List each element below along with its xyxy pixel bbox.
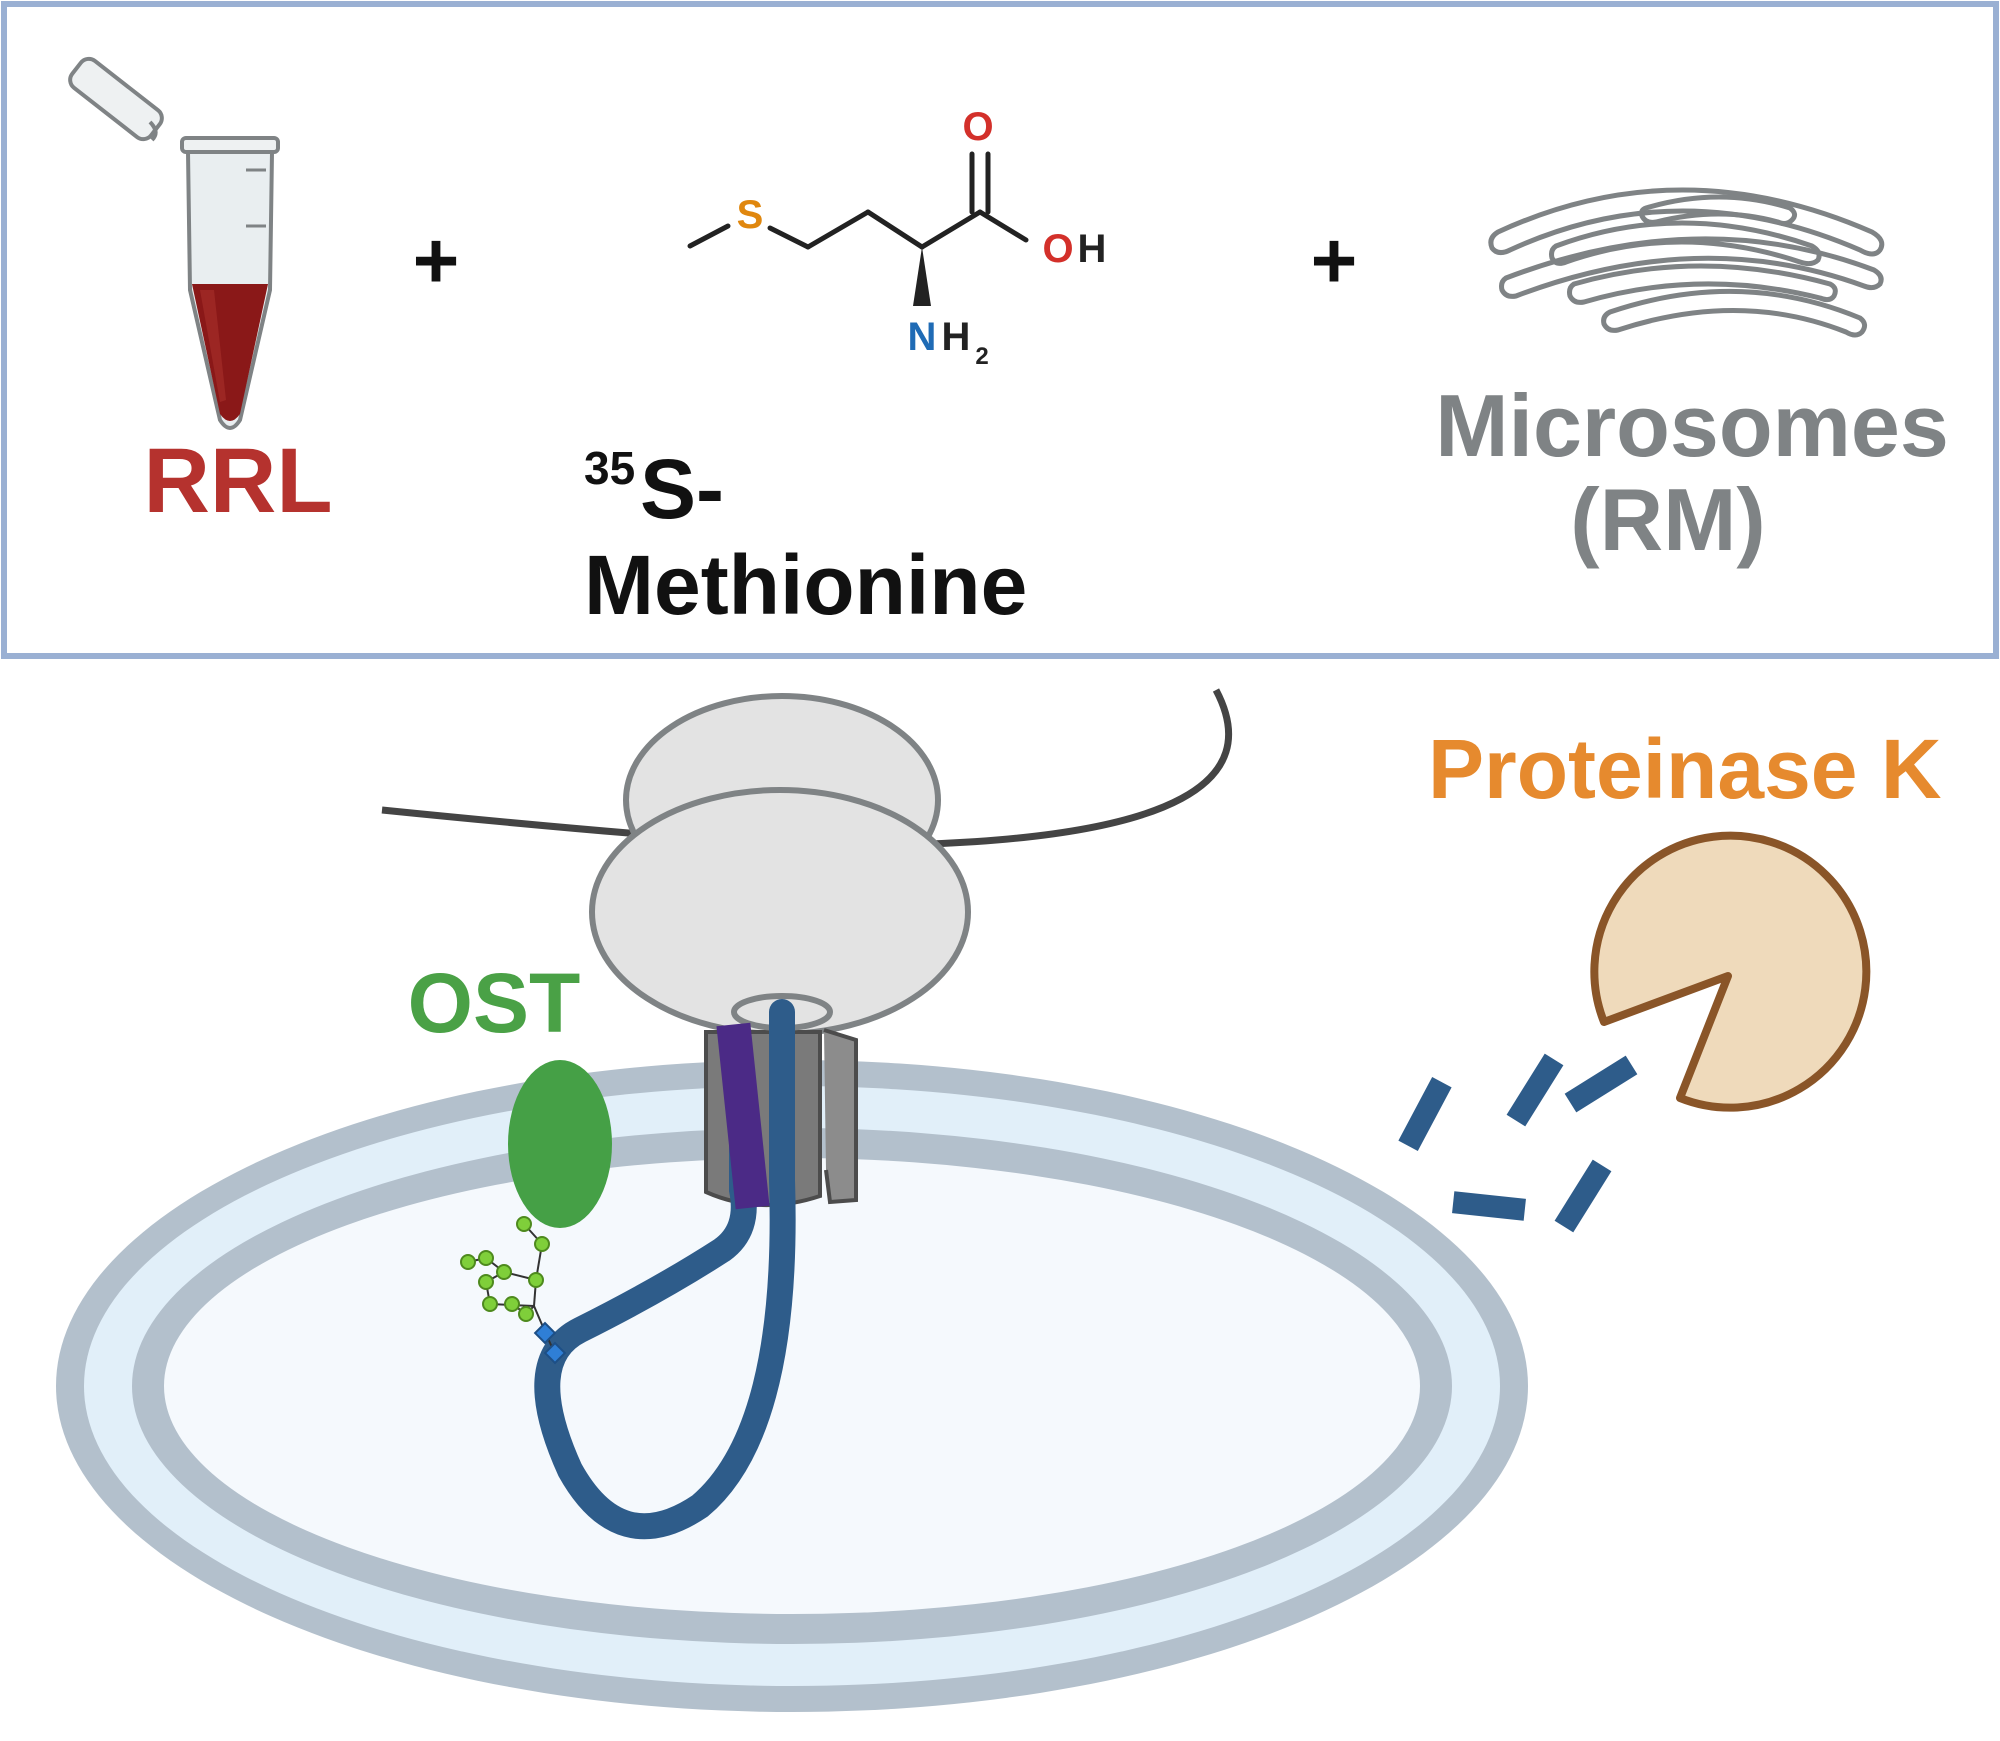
atom-amine-subscript: 2 [975, 343, 988, 370]
signal-anchor-segment [716, 1022, 770, 1210]
er-lumen [164, 1158, 1420, 1614]
reagent-panel-frame [1, 1, 1999, 659]
atom-hydroxyl-oxygen: O [1042, 227, 1073, 271]
methionine-label-line2: Methionine [584, 538, 1027, 632]
glycan-tree-icon [460, 1216, 567, 1365]
rrl-label: RRL [143, 430, 332, 532]
mrna-strand [381, 688, 1233, 848]
atom-sulfur: S [737, 193, 764, 237]
plus-sign-1: + [413, 216, 460, 305]
atom-oxygen-carbonyl: O [962, 105, 993, 149]
atom-hydroxyl-hydrogen: H [1078, 227, 1107, 271]
methionine-structure-icon [687, 151, 1029, 250]
methionine-label-line1: S- [640, 442, 724, 536]
plus-sign-2: + [1311, 216, 1358, 305]
atom-amine-hydrogen: H [942, 315, 971, 359]
microsomes-label-line1: Microsomes [1435, 376, 1949, 475]
peptide-fragments [1398, 1053, 1638, 1233]
microsomes-label-line2: (RM) [1570, 470, 1765, 569]
stereo-wedge-icon [913, 247, 931, 306]
proteinase-k-label: Proteinase K [1428, 722, 1942, 816]
nascent-protein-chain [534, 999, 796, 1540]
atom-amine-nitrogen: N [908, 315, 937, 359]
rrl-tube-icon [68, 56, 280, 430]
ost-label: OST [408, 956, 581, 1050]
ost-complex [508, 1060, 612, 1228]
methionine-superscript: 35 [584, 442, 635, 494]
proteinase-k-enzyme [1590, 831, 1871, 1112]
microsome-icon [1488, 187, 1885, 338]
